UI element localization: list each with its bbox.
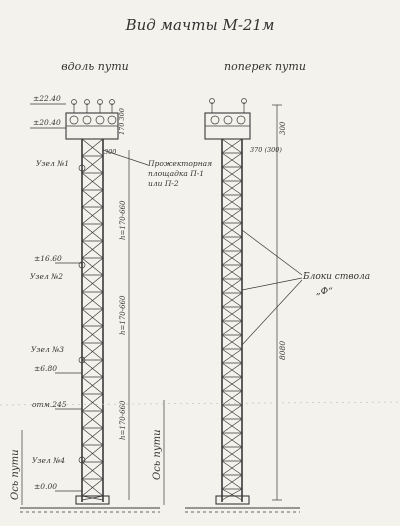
drawing-title: Вид мачты М-21м <box>125 16 275 34</box>
left-lattice-diagonal-brace <box>81 325 104 344</box>
lamp-icon-group <box>69 99 117 125</box>
right-lattice-diagonal-brace <box>221 236 243 252</box>
left-lattice-diagonal-brace <box>81 427 104 446</box>
right-lattice-diagonal-brace <box>221 320 243 336</box>
left-lattice-diagonal-brace <box>81 444 104 463</box>
node-2-label: Узел №2 <box>30 272 63 281</box>
dim-h-bot: h=170-660 <box>119 400 127 440</box>
right-lattice-diagonal-brace <box>221 152 243 168</box>
right-lattice-diagonal-brace <box>221 390 243 406</box>
left-lattice-diagonal-brace <box>81 342 104 361</box>
track-axis-label-left: Ось пути <box>10 449 21 500</box>
left-lattice-diagonal-brace <box>81 172 104 191</box>
left-lattice-diagonal-brace <box>81 495 104 501</box>
left-lattice-diagonal-brace <box>81 410 104 429</box>
left-lattice-diagonal-brace <box>81 478 104 497</box>
node-1-label: Узел №1 <box>36 159 69 168</box>
left-lattice-diagonal-brace <box>81 223 104 242</box>
node-2-marker <box>78 261 86 269</box>
node-4-label: Узел №4 <box>32 456 65 465</box>
mark-22-40: ±22.40 <box>33 94 61 103</box>
dim-300-right: 300 <box>279 121 287 135</box>
view-label-across: поперек пути <box>224 60 306 73</box>
right-lattice-diagonal-brace <box>221 208 243 224</box>
view-label-along: вдоль пути <box>61 60 128 73</box>
mast-along-track <box>20 99 160 513</box>
left-lattice-diagonal-brace <box>81 376 104 395</box>
right-lattice-diagonal-brace <box>221 222 243 238</box>
mast-across-track <box>185 98 300 513</box>
right-lattice-diagonal-brace <box>221 432 243 448</box>
right-lattice-diagonal-brace <box>221 362 243 378</box>
right-lattice-diagonal-brace <box>221 488 243 501</box>
right-lattice-diagonal-brace <box>221 348 243 364</box>
left-lattice-diagonal-brace <box>81 274 104 293</box>
platform-callout: Прожекторная площадка П-1 или П-2 <box>147 159 215 188</box>
right-lattice-diagonal-brace <box>221 376 243 392</box>
left-lattice-diagonal-brace <box>81 461 104 480</box>
right-lattice-diagonal-brace <box>221 446 243 462</box>
node-3-marker <box>78 356 86 364</box>
right-lattice-diagonal-brace <box>221 306 243 322</box>
mark-0-00: ±0.00 <box>34 482 57 491</box>
dim-h-top: h=170-660 <box>119 200 127 240</box>
blocks-callout: Блоки ствола „Ф“ <box>302 272 373 297</box>
node-3-label: Узел №3 <box>31 345 64 354</box>
right-lattice-diagonal-brace <box>221 138 243 154</box>
left-lattice-diagonal-brace <box>81 257 104 276</box>
mark-20-40: ±20.40 <box>33 118 61 127</box>
dim-h-mid: h=170-660 <box>119 295 127 335</box>
right-lattice-diagonal-brace <box>221 460 243 476</box>
track-axis-label-right: Ось пути <box>152 429 163 480</box>
node-1-marker <box>78 164 86 172</box>
right-lattice-diagonal-brace <box>221 250 243 266</box>
right-lattice-diagonal-brace <box>221 278 243 294</box>
dim-300-left: 300 <box>104 148 116 156</box>
left-lattice-diagonal-brace <box>81 240 104 259</box>
left-lattice-diagonal-brace <box>81 291 104 310</box>
right-lattice-diagonal-brace <box>221 418 243 434</box>
left-lattice-diagonal-brace <box>81 308 104 327</box>
left-lattice-diagonal-brace <box>81 206 104 225</box>
right-lattice-diagonal-brace <box>221 166 243 182</box>
dim-170-300: 170 300 <box>118 108 126 135</box>
left-lattice-diagonal-brace <box>81 138 104 157</box>
right-lattice-diagonal-brace <box>221 292 243 308</box>
right-lattice-diagonal-brace <box>221 180 243 196</box>
left-lattice-diagonal-brace <box>81 155 104 174</box>
right-lattice-diagonal-brace <box>221 334 243 350</box>
right-lattice-diagonal-brace <box>221 404 243 420</box>
mark-16-60: ±16.60 <box>34 254 62 263</box>
right-lattice-diagonal-brace <box>221 474 243 490</box>
left-lattice-diagonal-brace <box>81 189 104 208</box>
right-lattice-diagonal-brace <box>221 194 243 210</box>
left-lattice-diagonal-brace <box>81 359 104 378</box>
dim-8080: 8080 <box>278 341 287 360</box>
right-lattice-diagonal-brace <box>221 264 243 280</box>
dim-370: 370 (300) <box>250 146 282 154</box>
mark-6-80: ±6.80 <box>34 364 57 373</box>
node-4-marker <box>78 456 86 464</box>
left-lattice-diagonal-brace <box>81 393 104 412</box>
